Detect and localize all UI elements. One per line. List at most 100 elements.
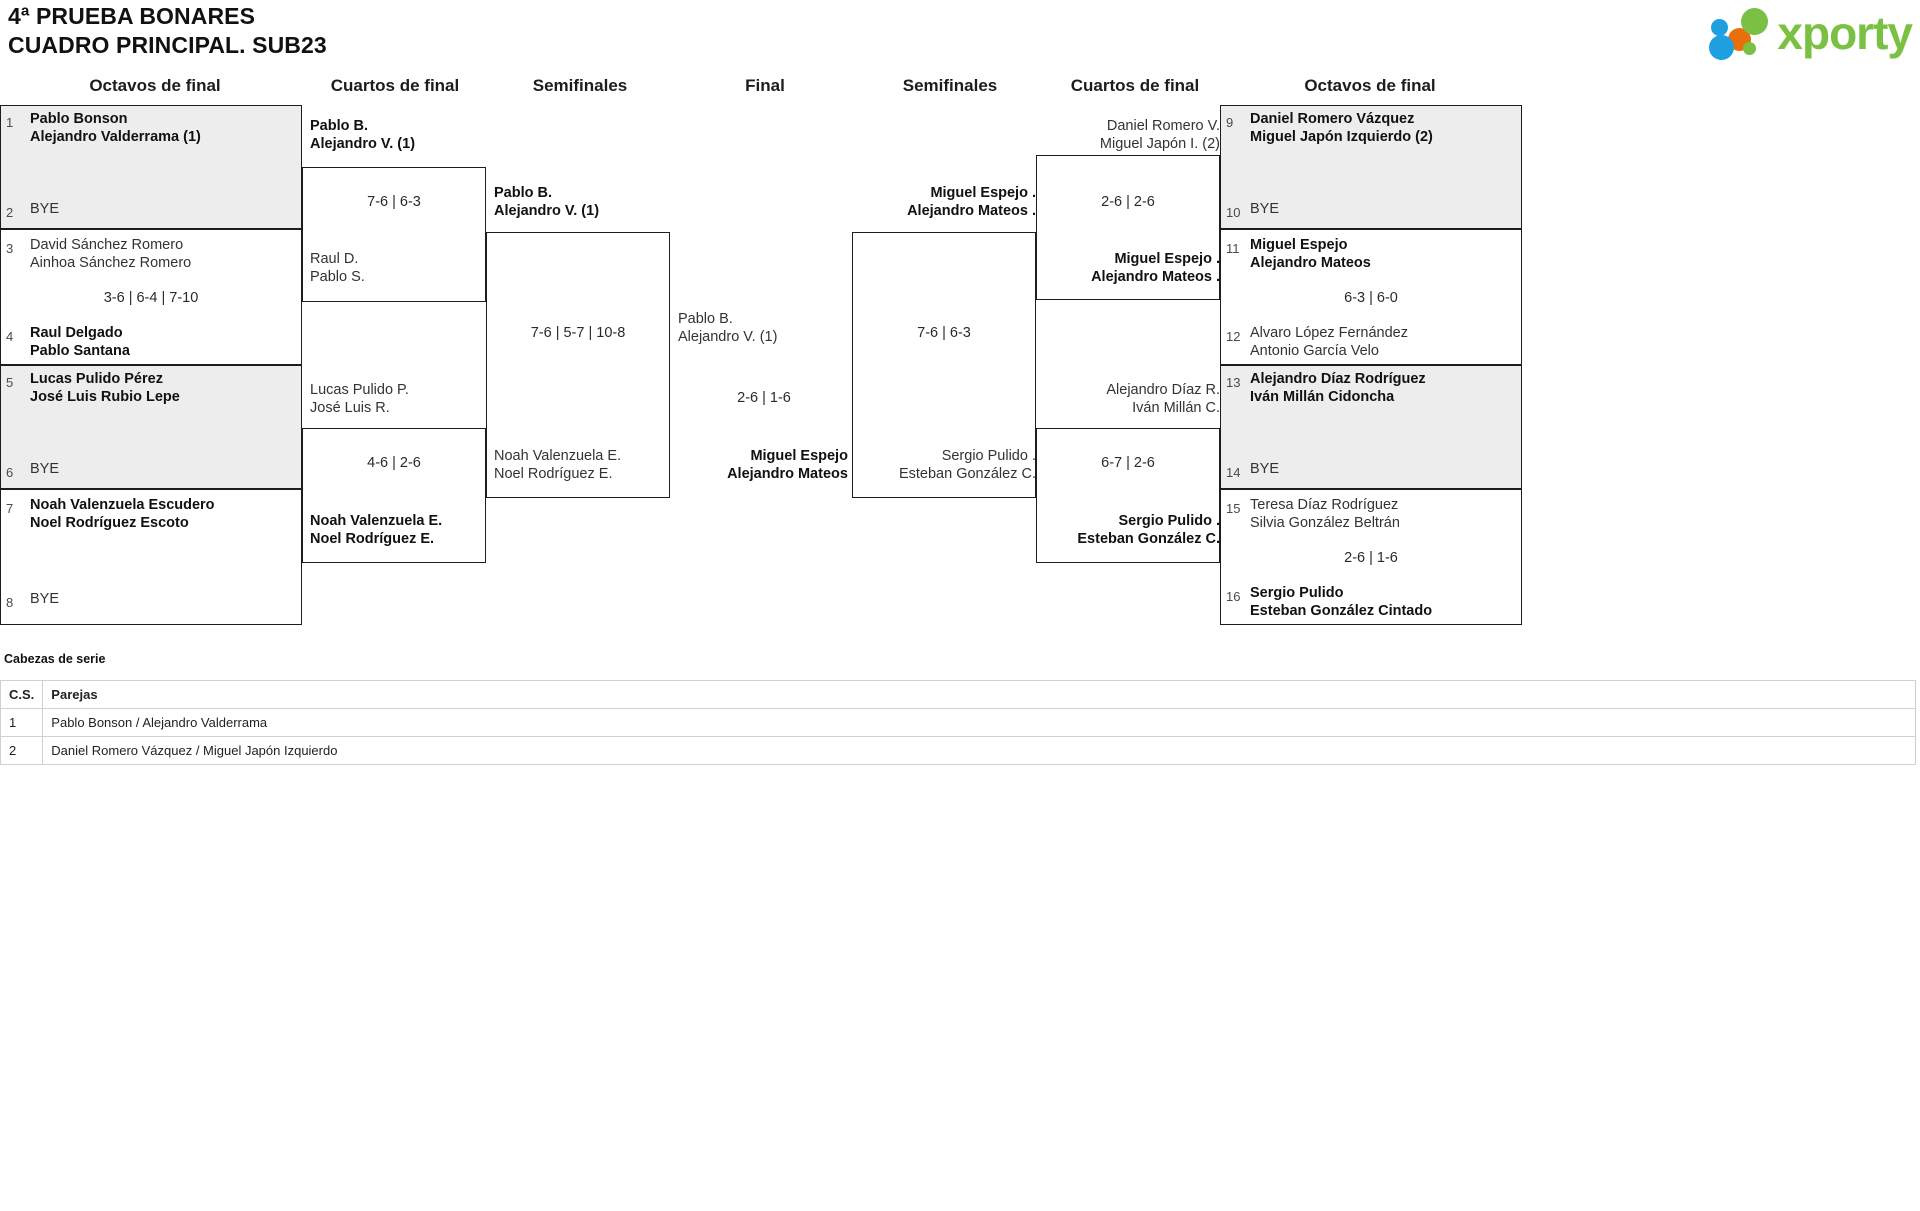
table-row[interactable]: 2 Daniel Romero Vázquez / Miguel Japón I… (0, 736, 1916, 765)
seed-cs-value: 2 (0, 736, 44, 765)
left-cuartos-entry-1[interactable]: Pablo B. Alejandro V. (1) (310, 117, 486, 153)
player-1: David Sánchez Romero (30, 237, 184, 253)
player-names: Sergio Pulido . Esteban González C. (899, 447, 1036, 483)
right-cuartos-entry-1[interactable]: Daniel Romero V. Miguel Japón I. (2) (1044, 117, 1220, 153)
player-1: Miguel Espejo (1250, 237, 1348, 253)
player-2: Antonio García Velo (1250, 343, 1379, 359)
player-1: Raul D. (310, 251, 359, 267)
final-entry-right[interactable]: Miguel Espejo . Alejandro Mateos . (676, 447, 856, 483)
player-1: BYE (30, 591, 60, 607)
right-octavos-match-3[interactable] (1220, 365, 1522, 489)
player-2: Iván Millán C. (1132, 400, 1220, 416)
right-octavos-entry-10[interactable]: 10 BYE (1226, 200, 1516, 223)
player-1: BYE (30, 201, 60, 217)
player-1: Pablo B. (678, 311, 733, 327)
left-semis-entry-1[interactable]: Pablo B. Alejandro V. (1) (494, 184, 670, 220)
player-names: BYE (30, 460, 59, 478)
left-cuartos-match-2[interactable] (302, 428, 486, 563)
left-octavos-match-3[interactable] (0, 365, 302, 489)
left-cuartos-entry-4[interactable]: Noah Valenzuela E. Noel Rodríguez E. (310, 512, 486, 548)
seeds-col-cs: C.S. (0, 680, 44, 709)
right-octavos-entry-11[interactable]: 11 Miguel Espejo Alejandro Mateos (1226, 236, 1516, 272)
player-1: Noah Valenzuela Escudero (30, 497, 215, 513)
player-2: Iván Millán Cidoncha (1250, 389, 1395, 405)
seeds-table: C.S. Parejas 1 Pablo Bonson / Alejandro … (0, 680, 1916, 765)
player-2: Alejandro V. (1) (678, 329, 778, 345)
left-octavos-entry-2[interactable]: 2 BYE (6, 200, 296, 223)
left-cuartos-entry-2[interactable]: Raul D. Pablo S. (310, 250, 486, 286)
player-names: Miguel Espejo . Alejandro Mateos . (907, 184, 1036, 220)
left-octavos-entry-7[interactable]: 7 Noah Valenzuela Escudero Noel Rodrígue… (6, 496, 296, 532)
right-semis-entry-1[interactable]: Miguel Espejo . Alejandro Mateos . (860, 184, 1036, 220)
seed-number: 14 (1226, 465, 1241, 480)
right-cuartos-entry-4[interactable]: Sergio Pulido . Esteban González C. (1044, 512, 1220, 548)
logo-wordmark: xporty (1777, 7, 1913, 59)
seed-number: 6 (6, 465, 14, 480)
left-octavos-entry-6[interactable]: 6 BYE (6, 460, 296, 483)
player-1: Lucas Pulido Pérez (30, 371, 163, 387)
left-octavos-match-1[interactable] (0, 105, 302, 229)
seeds-table-caption: Cabezas de serie (4, 652, 106, 666)
left-cuartos-match-1[interactable] (302, 167, 486, 302)
left-octavos-entry-4[interactable]: 4 Raul Delgado Pablo Santana (6, 324, 296, 360)
player-1: Pablo Bonson (30, 111, 128, 127)
seed-number: 7 (6, 501, 14, 516)
seed-number: 5 (6, 375, 14, 390)
right-octavos-entry-16[interactable]: 16 Sergio Pulido Esteban González Cintad… (1226, 584, 1516, 620)
left-cuartos-score-2: 4-6 | 2-6 (367, 455, 421, 471)
seed-number: 4 (6, 329, 14, 344)
seed-pair-value: Pablo Bonson / Alejandro Valderrama (42, 708, 1916, 737)
player-2: Alejandro Valderrama (1) (30, 129, 201, 145)
table-row[interactable]: 1 Pablo Bonson / Alejandro Valderrama (0, 708, 1916, 737)
round-header-right-semis: Semifinales (902, 76, 998, 95)
right-cuartos-match-1[interactable] (1036, 155, 1220, 300)
seed-number: 8 (6, 595, 14, 610)
player-1: Sergio Pulido (1250, 585, 1344, 601)
player-names: Pablo B. Alejandro V. (1) (678, 310, 777, 346)
right-octavos-match-2[interactable] (1220, 229, 1522, 365)
left-octavos-entry-8[interactable]: 8 BYE (6, 590, 296, 613)
left-semis-entry-2[interactable]: Noah Valenzuela E. Noel Rodríguez E. (494, 447, 670, 483)
right-cuartos-match-2[interactable] (1036, 428, 1220, 563)
right-cuartos-entry-2[interactable]: Miguel Espejo . Alejandro Mateos . (1044, 250, 1220, 286)
left-cuartos-entry-3[interactable]: Lucas Pulido P. José Luis R. (310, 381, 486, 417)
right-octavos-entry-14[interactable]: 14 BYE (1226, 460, 1516, 483)
seeds-table-header-row: C.S. Parejas (0, 680, 1916, 709)
right-octavos-match-4[interactable] (1220, 489, 1522, 625)
player-2: Pablo S. (310, 269, 365, 285)
right-cuartos-entry-3[interactable]: Alejandro Díaz R. Iván Millán C. (1044, 381, 1220, 417)
title-line-1: 4ª PRUEBA BONARES (8, 3, 256, 29)
right-octavos-entry-15[interactable]: 15 Teresa Díaz Rodríguez Silvia González… (1226, 496, 1516, 532)
player-1: Daniel Romero V. (1106, 118, 1220, 134)
right-octavos-entry-12[interactable]: 12 Alvaro López Fernández Antonio García… (1226, 324, 1516, 360)
player-names: Alvaro López Fernández Antonio García Ve… (1250, 324, 1408, 360)
right-semis-match-1[interactable] (852, 232, 1036, 498)
seed-number: 9 (1226, 115, 1234, 130)
player-2: Alejandro Mateos . (727, 466, 856, 482)
player-2: José Luis Rubio Lepe (30, 389, 180, 405)
player-names: Pablo B. Alejandro V. (1) (494, 184, 599, 220)
left-octavos-match-4[interactable] (0, 489, 302, 625)
left-semis-score-1: 7-6 | 5-7 | 10-8 (530, 325, 626, 341)
left-semis-match-1[interactable] (486, 232, 670, 498)
right-octavos-score-2: 6-3 | 6-0 (1344, 290, 1398, 306)
player-1: Miguel Espejo . (1114, 251, 1220, 267)
logo-dots-icon (1709, 6, 1771, 60)
player-1: Raul Delgado (30, 325, 123, 341)
left-octavos-entry-5[interactable]: 5 Lucas Pulido Pérez José Luis Rubio Lep… (6, 370, 296, 406)
final-entry-left[interactable]: Pablo B. Alejandro V. (1) (678, 310, 858, 346)
player-names: BYE (1250, 200, 1279, 218)
right-semis-entry-2[interactable]: Sergio Pulido . Esteban González C. (860, 447, 1036, 483)
player-2: Ainhoa Sánchez Romero (30, 255, 192, 271)
player-names: Raul D. Pablo S. (310, 250, 365, 286)
player-2: Alejandro Mateos (1250, 255, 1371, 271)
left-octavos-entry-3[interactable]: 3 David Sánchez Romero Ainhoa Sánchez Ro… (6, 236, 296, 272)
player-names: Alejandro Díaz R. Iván Millán C. (1106, 381, 1220, 417)
right-octavos-entry-13[interactable]: 13 Alejandro Díaz Rodríguez Iván Millán … (1226, 370, 1516, 406)
right-octavos-entry-9[interactable]: 9 Daniel Romero Vázquez Miguel Japón Izq… (1226, 110, 1516, 146)
left-octavos-entry-1[interactable]: 1 Pablo Bonson Alejandro Valderrama (1) (6, 110, 296, 146)
right-octavos-match-1[interactable] (1220, 105, 1522, 229)
left-octavos-match-2[interactable] (0, 229, 302, 365)
seed-number: 2 (6, 205, 14, 220)
round-header-right-octavos: Octavos de final (1304, 76, 1436, 95)
